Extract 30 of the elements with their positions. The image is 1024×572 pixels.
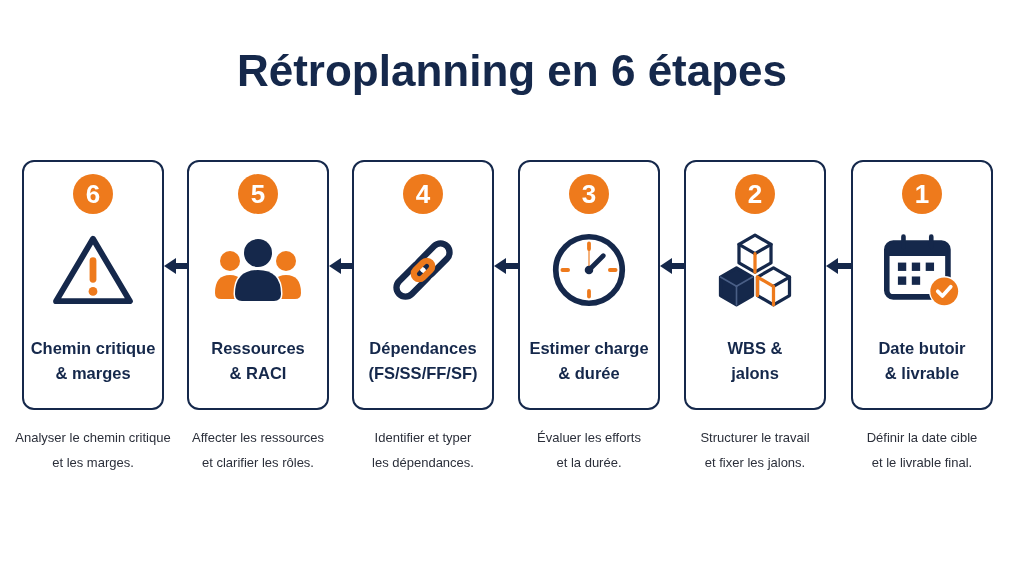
arrow — [826, 258, 851, 274]
step-description: Structurer le travail et fixer les jalons. — [699, 429, 811, 472]
arrow — [164, 258, 187, 274]
step-title: Chemin critique & marges — [29, 338, 157, 384]
step-number: 3 — [569, 174, 609, 214]
step-description: Identifier et typer les dépendances. — [371, 429, 475, 472]
step-description: Affecter les ressources et clarifier les rôles. — [191, 429, 325, 472]
step-title: Ressources & RACI — [210, 338, 306, 384]
step-number: 6 — [73, 174, 113, 214]
step-card — [352, 160, 494, 410]
step-card — [851, 160, 993, 410]
step-number: 2 — [735, 174, 775, 214]
step-title: Dépendances (FS/SS/FF/SF) — [367, 338, 479, 384]
step-card — [187, 160, 329, 410]
title: Rétroplanning en 6 étapes — [236, 45, 788, 97]
arrow — [660, 258, 684, 274]
step-description: Évaluer les efforts et la durée. — [536, 429, 642, 472]
step-card — [518, 160, 660, 410]
step-title: Date butoir & livrable — [877, 338, 967, 384]
step-number: 5 — [238, 174, 278, 214]
step-number: 4 — [403, 174, 443, 214]
step-title: Estimer charge & durée — [528, 338, 650, 384]
arrow — [329, 258, 352, 274]
step-card — [22, 160, 164, 410]
step-number: 1 — [902, 174, 942, 214]
step-description: Analyser le chemin critique et les marges. — [14, 429, 172, 472]
arrow — [494, 258, 518, 274]
step-card — [684, 160, 826, 410]
step-title: WBS & jalons — [726, 338, 784, 384]
step-description: Définir la date cible et le livrable final. — [865, 429, 979, 472]
